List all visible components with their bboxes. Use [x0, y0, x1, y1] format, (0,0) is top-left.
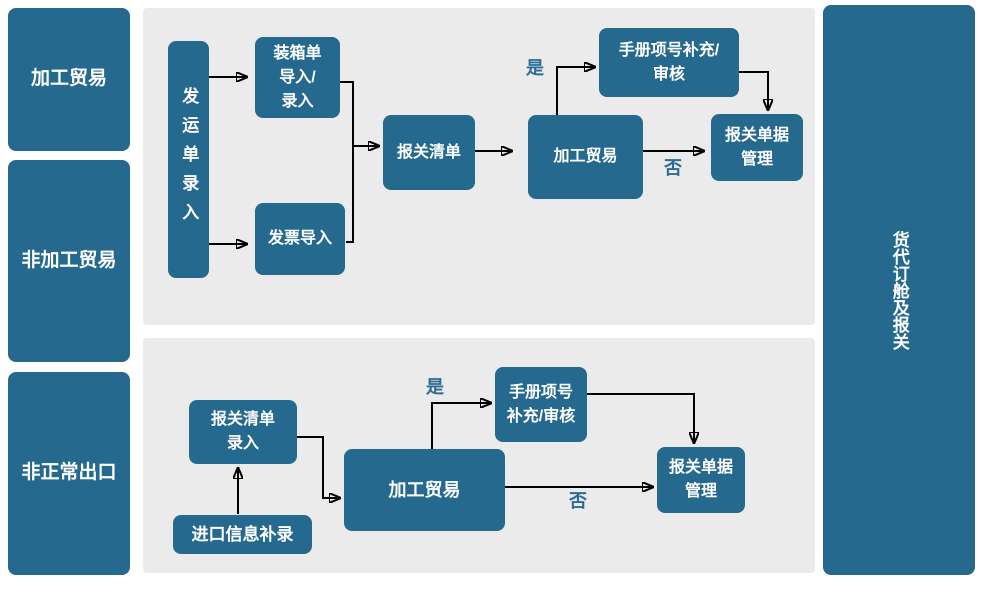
node-import-info-supplement: 进口信息补录 — [173, 515, 312, 554]
node-packing-list-import: 装箱单 导入/ 录入 — [255, 37, 340, 118]
branch-label-yes-bottom: 是 — [426, 377, 444, 397]
node-customs-doc-management-top: 报关单据 管理 — [711, 114, 803, 181]
node-manual-item-supplement-top: 手册项号补充/ 审核 — [599, 28, 739, 97]
lane-abnormal-export: 非正常出口 — [8, 372, 130, 575]
branch-label-no-bottom: 否 — [569, 491, 587, 511]
node-manual-item-supplement-bottom: 手册项号 补充/审核 — [495, 367, 587, 442]
node-processing-trade-decision-top: 加工贸易 — [528, 115, 643, 199]
node-customs-list-entry: 报关清单 录入 — [189, 400, 297, 464]
node-processing-trade-decision-bottom: 加工贸易 — [344, 449, 505, 531]
lane-freight-booking-customs: 货代订舱及报关 — [823, 5, 975, 575]
lane-non-processing-trade: 非加工贸易 — [8, 160, 130, 362]
node-customs-doc-management-bottom: 报关单据 管理 — [657, 447, 745, 513]
node-invoice-import: 发票导入 — [255, 203, 345, 275]
node-customs-list: 报关清单 — [383, 115, 475, 190]
branch-label-no-top: 否 — [664, 158, 682, 178]
branch-label-yes-top: 是 — [526, 58, 544, 78]
node-shipping-order-entry: 发运单录入 — [168, 41, 209, 278]
lane-processing-trade: 加工贸易 — [8, 8, 130, 151]
